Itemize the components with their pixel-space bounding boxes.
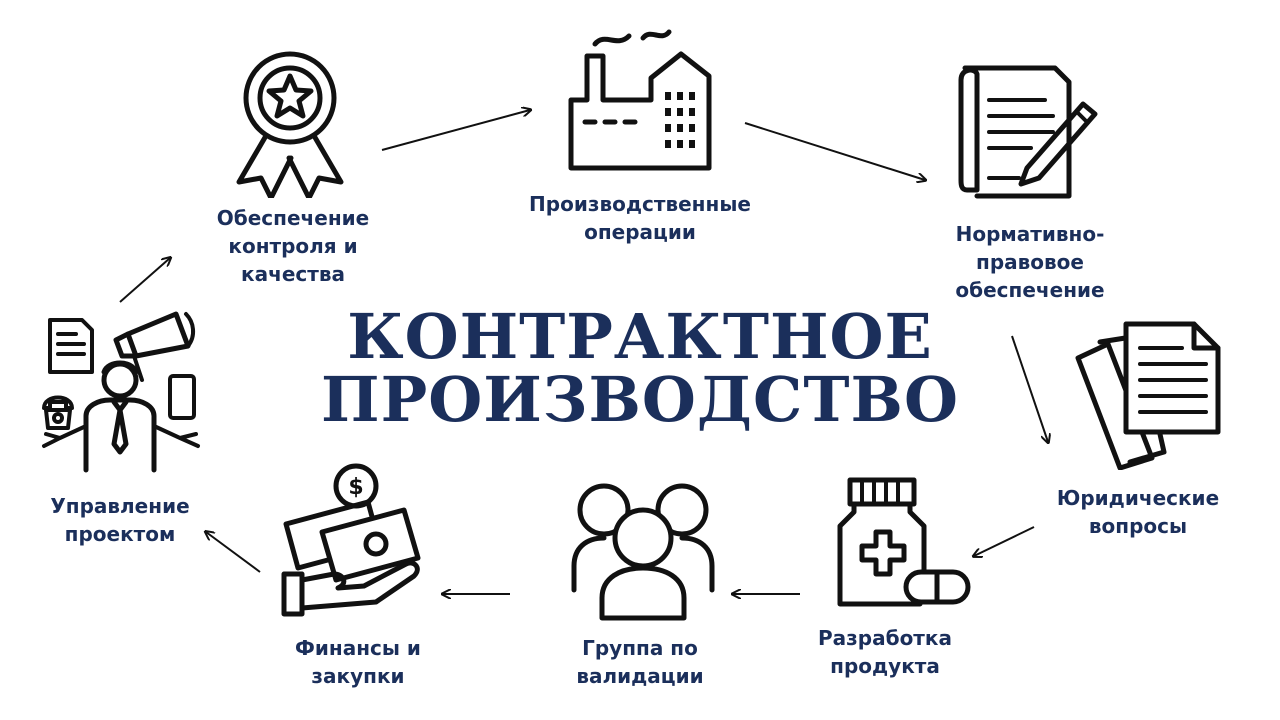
manager-icon <box>42 311 200 473</box>
node-regulatory-label: Нормативно- правовое обеспечение <box>955 222 1105 302</box>
medicine-bottle-icon <box>837 477 971 607</box>
node-operations-label: Производственные операции <box>529 192 751 244</box>
node-validation-label: Группа по валидации <box>576 636 704 688</box>
node-product-label: Разработка продукта <box>818 626 952 678</box>
svg-text:$: $ <box>348 475 363 500</box>
arrow-management-to-quality <box>119 258 170 303</box>
node-legal-label: Юридические вопросы <box>1056 486 1220 538</box>
node-finance-label: Финансы и закупки <box>295 636 421 688</box>
main-title-line-1: КОНТРАКТНОЕ <box>347 300 933 373</box>
arrow-regulatory-to-legal <box>1011 335 1048 442</box>
documents-stack-icon <box>1075 321 1221 470</box>
arrow-finance-to-management <box>206 532 261 573</box>
main-title-line-2: ПРОИЗВОДСТВО <box>321 363 959 436</box>
node-management-label: Управление проектом <box>50 494 190 546</box>
arrow-quality-to-operations <box>381 110 530 151</box>
node-quality-label: Обеспечение контроля и качества <box>216 206 370 286</box>
people-group-icon <box>571 483 715 621</box>
factory-icon <box>568 29 712 171</box>
arrow-legal-to-product <box>974 526 1035 556</box>
money-hand-icon: $ <box>281 463 421 617</box>
arrow-operations-to-regulatory <box>744 122 925 180</box>
document-pen-icon <box>958 65 1098 199</box>
award-ribbon-icon <box>236 51 344 198</box>
